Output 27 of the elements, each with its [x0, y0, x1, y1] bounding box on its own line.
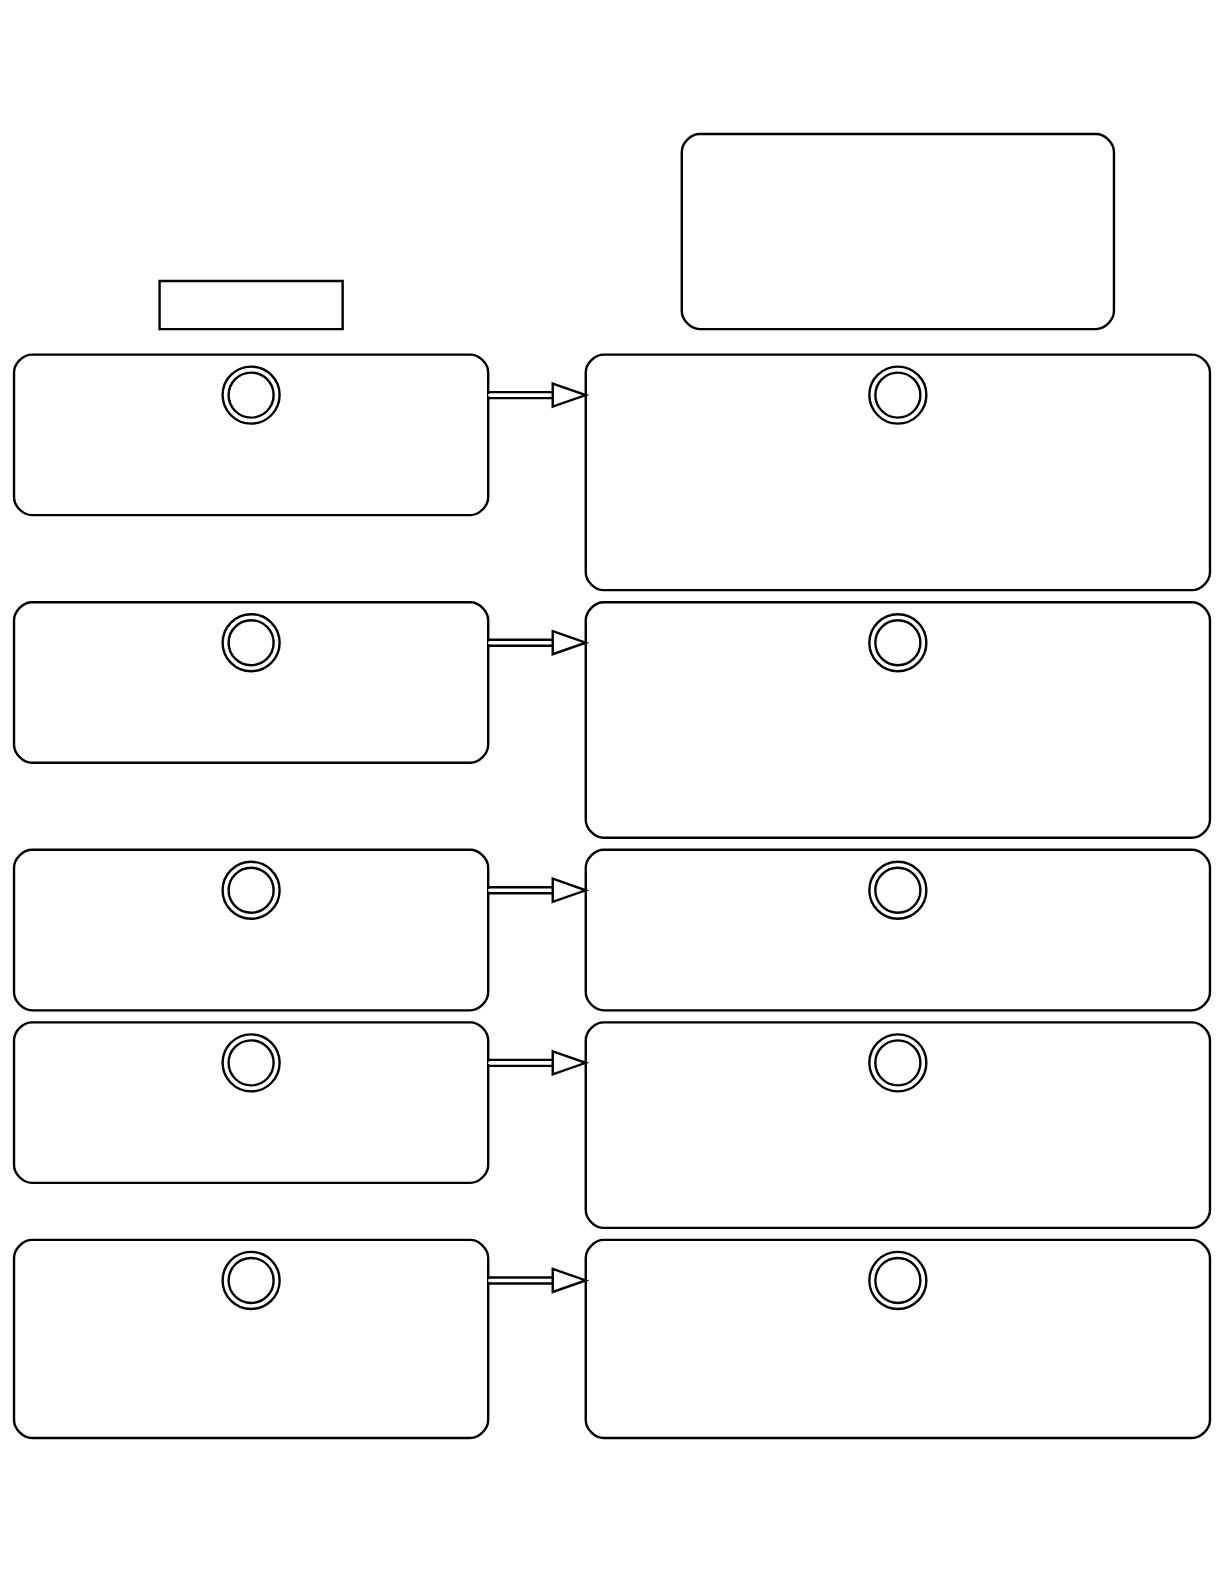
node-circle	[221, 1250, 281, 1311]
cluster	[584, 353, 1212, 592]
node-circle	[221, 612, 281, 673]
cluster	[584, 1021, 1212, 1230]
node-circle	[868, 1250, 928, 1311]
cluster	[12, 1238, 490, 1440]
node-circle	[221, 860, 281, 920]
arrow	[488, 1267, 590, 1294]
cluster	[12, 1021, 490, 1185]
arrow	[488, 629, 590, 656]
node-circle	[868, 860, 928, 920]
node-box	[158, 279, 344, 331]
cluster	[584, 1238, 1212, 1440]
cluster	[584, 600, 1212, 839]
arrow	[488, 877, 590, 904]
cluster	[12, 353, 490, 517]
node-circle	[868, 612, 928, 673]
cluster	[12, 848, 490, 1012]
arrow	[488, 1049, 590, 1077]
node-box	[680, 132, 1116, 331]
node-circle	[868, 1033, 928, 1093]
cluster	[12, 600, 490, 764]
arrow	[488, 381, 590, 409]
cluster	[584, 848, 1212, 1012]
node-circle	[221, 365, 281, 425]
node-circle	[221, 1033, 281, 1093]
node-circle	[868, 365, 928, 425]
